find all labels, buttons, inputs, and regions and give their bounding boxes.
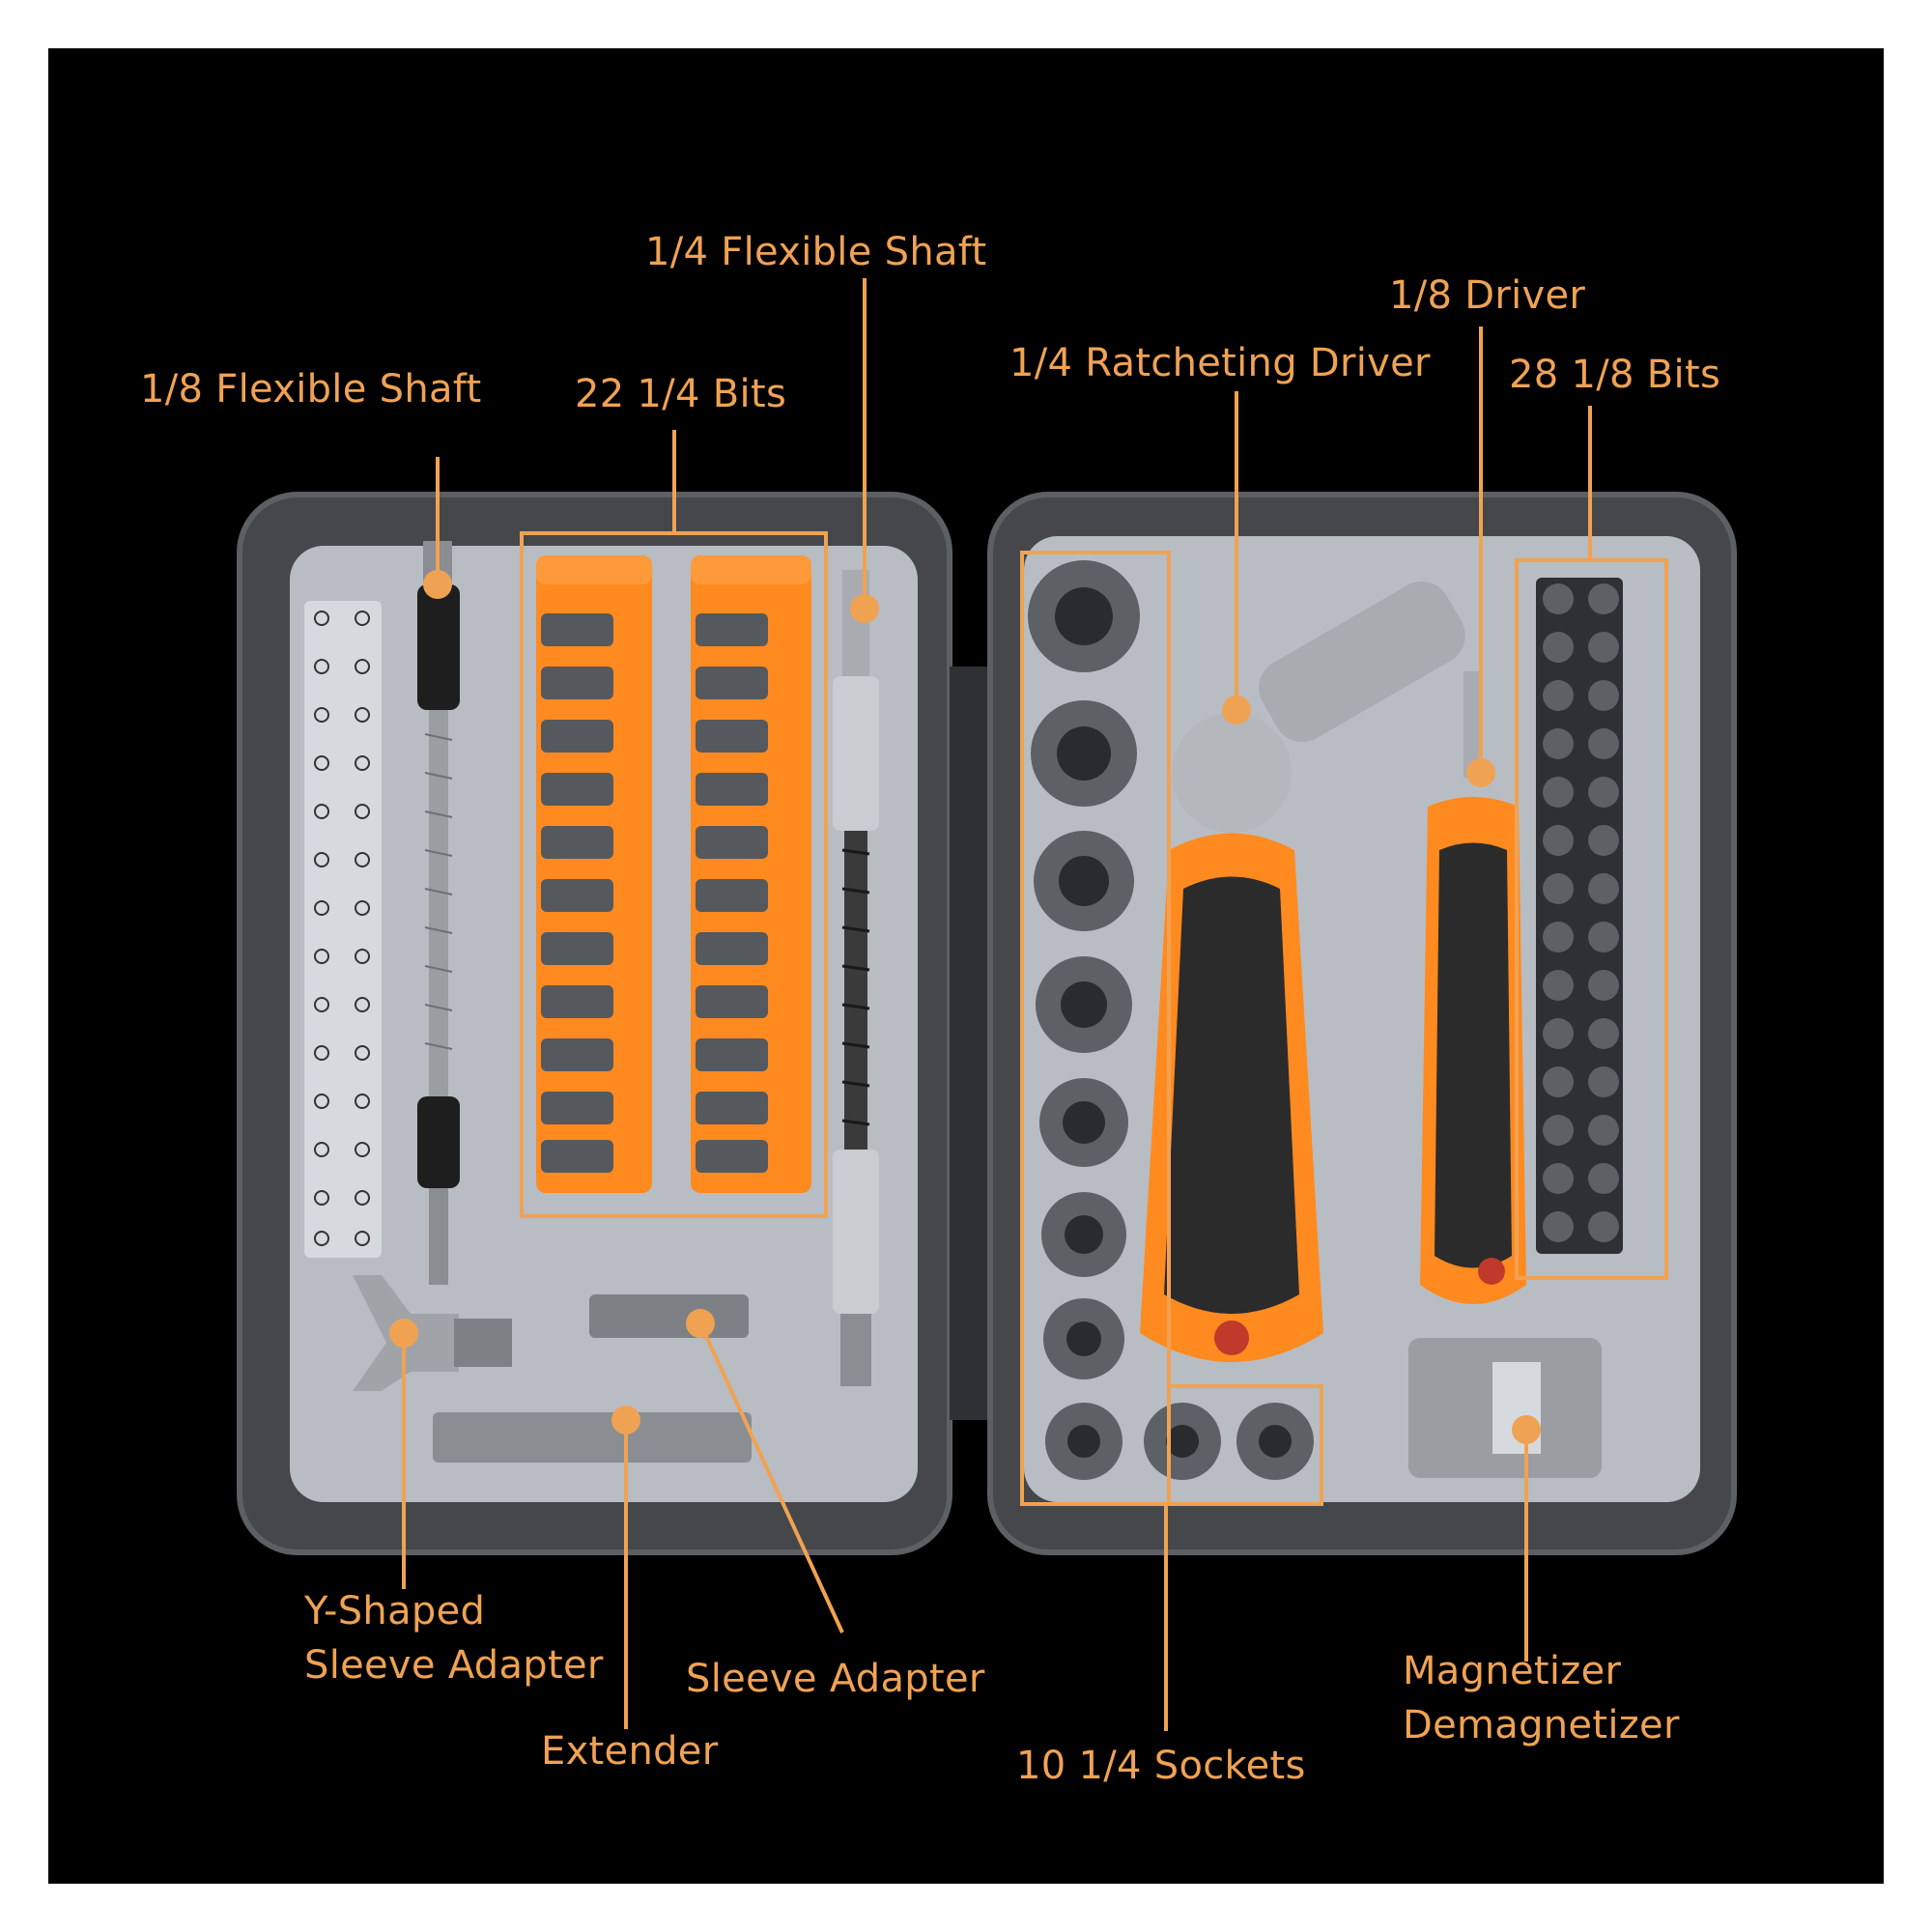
bit-holders-14 — [536, 555, 811, 1193]
box-sockets — [1020, 551, 1171, 1506]
label-sleeve-adapter: Sleeve Adapter — [686, 1657, 985, 1701]
box-sockets-bottom — [1169, 1384, 1323, 1506]
mini-bit-symbols — [314, 611, 370, 1246]
label-y-shaped-adapter: Y-Shaped Sleeve Adapter — [304, 1589, 604, 1688]
extender — [433, 1412, 752, 1463]
label-bits-18: 28 1/8 Bits — [1509, 353, 1721, 397]
label-driver-18: 1/8 Driver — [1389, 273, 1586, 318]
label-extender: Extender — [541, 1729, 719, 1774]
label-ratcheting-driver: 1/4 Ratcheting Driver — [1009, 341, 1431, 385]
left-case — [237, 492, 952, 1555]
sleeve-adapter — [589, 1294, 749, 1338]
bits-18-grid — [1536, 578, 1623, 1254]
label-flex-shaft-18: 1/8 Flexible Shaft — [140, 367, 482, 412]
callout-lines — [402, 278, 1592, 1731]
case-hinge — [950, 667, 990, 1420]
magnetizer — [1408, 1338, 1602, 1478]
flex-shaft-14 — [833, 570, 879, 1386]
label-bits-14: 22 1/4 Bits — [575, 372, 787, 416]
sockets — [1028, 560, 1314, 1480]
ratcheting-driver — [1140, 582, 1465, 1362]
driver-18 — [1420, 671, 1526, 1304]
right-case — [987, 492, 1737, 1555]
label-sockets: 10 1/4 Sockets — [1016, 1744, 1306, 1788]
label-magnetizer: Magnetizer Demagnetizer — [1403, 1649, 1680, 1747]
label-flex-shaft-14: 1/4 Flexible Shaft — [645, 230, 987, 274]
callout-dots — [389, 570, 1541, 1444]
mini-bit-strip — [304, 601, 382, 1258]
